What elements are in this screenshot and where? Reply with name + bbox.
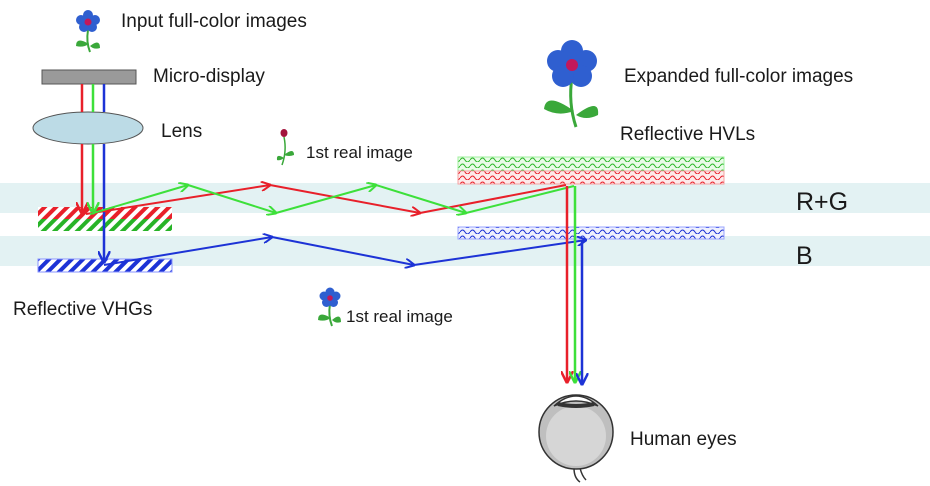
lens <box>32 111 144 145</box>
label-input-images: Input full-color images <box>121 11 307 32</box>
ray-green-seg2 <box>187 184 276 213</box>
ray-green-seg1 <box>89 185 188 215</box>
micro-display <box>41 69 137 85</box>
label-reflective-hvls: Reflective HVLs <box>620 124 755 145</box>
bud-icon <box>276 129 294 166</box>
label-lens: Lens <box>161 121 202 142</box>
hvl-blue <box>457 226 725 240</box>
hvl-red <box>457 170 725 185</box>
ray-blue-seg3 <box>413 240 586 266</box>
label-reflective-vhgs: Reflective VHGs <box>13 299 152 320</box>
ray-red-seg2 <box>269 184 420 213</box>
ray-green-seg5 <box>465 185 575 214</box>
label-first-real-image-top: 1st real image <box>306 143 413 162</box>
flower-icon <box>76 10 100 53</box>
label-human-eyes: Human eyes <box>630 429 737 450</box>
hvl-green <box>457 156 725 172</box>
label-rg-channel: R+G <box>796 188 848 216</box>
label-first-real-image-bottom: 1st real image <box>346 307 453 326</box>
ray-blue-seg2 <box>271 236 414 265</box>
label-expanded-images: Expanded full-color images <box>624 66 853 87</box>
label-b-channel: B <box>796 242 813 270</box>
ray-blue-seg1 <box>103 237 272 266</box>
ray-red-seg1 <box>85 185 270 215</box>
ray-green-seg3 <box>275 185 376 214</box>
small-flower-icon <box>318 287 341 327</box>
label-micro-display: Micro-display <box>153 66 265 87</box>
expanded-flower-icon <box>544 40 599 128</box>
ray-green-seg4 <box>375 184 466 213</box>
ray-red-seg3 <box>419 184 567 214</box>
eyeball-icon <box>538 394 614 483</box>
